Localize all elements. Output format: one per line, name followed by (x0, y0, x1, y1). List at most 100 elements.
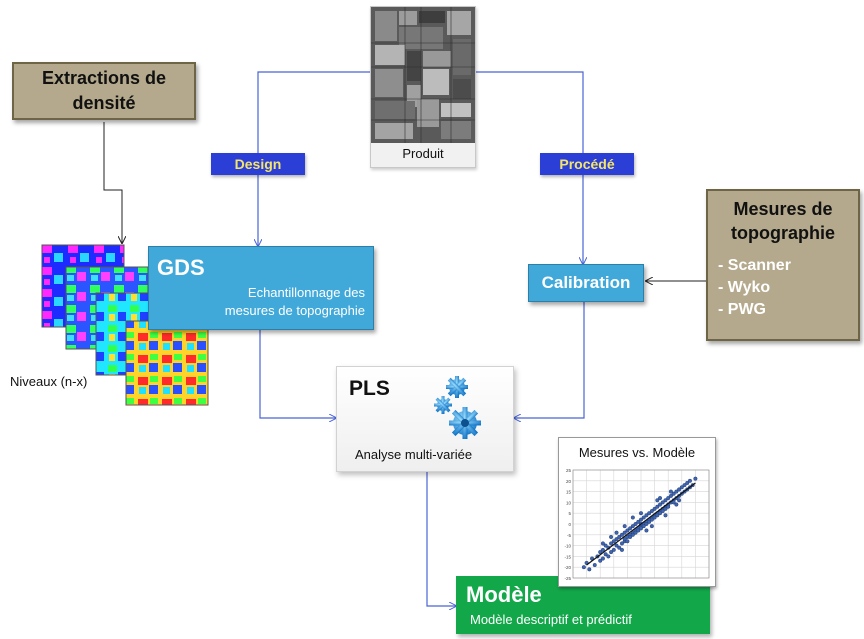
data-point (619, 541, 624, 546)
data-point (641, 524, 646, 529)
y-tick-label: -15 (564, 554, 571, 559)
data-point (622, 537, 627, 542)
data-point (630, 532, 635, 537)
data-point (677, 487, 682, 492)
data-point (687, 478, 692, 483)
y-tick-label: -5 (567, 533, 571, 538)
data-point (663, 513, 668, 518)
mesures-item-scanner: - Scanner (718, 257, 791, 274)
data-point (674, 489, 679, 494)
data-point (625, 528, 630, 533)
gears-icon (434, 376, 481, 439)
data-point (598, 558, 603, 563)
data-point (614, 530, 619, 535)
y-tick-label: 5 (568, 511, 571, 516)
data-point (609, 534, 614, 539)
data-point (658, 496, 663, 501)
modele-subtitle: Modèle descriptif et prédictif (470, 612, 632, 627)
data-point (682, 483, 687, 488)
data-point (638, 517, 643, 522)
data-point (603, 552, 608, 557)
gds-title: GDS (157, 255, 205, 280)
data-point (625, 539, 630, 544)
extractions-densite-box: Extractions de densité (12, 62, 196, 120)
connector-calibration-pls (514, 302, 585, 418)
y-tick-label: 25 (566, 468, 572, 473)
data-point (668, 489, 673, 494)
data-point (649, 509, 654, 514)
gds-line1: Echantillonnage des (247, 285, 365, 300)
data-point (609, 541, 614, 546)
data-point (617, 534, 622, 539)
data-point (647, 511, 652, 516)
pls-subtitle: Analyse multi-variée (355, 447, 473, 462)
data-point (660, 500, 665, 505)
niveaux-caption: Niveaux (n-x) (10, 374, 88, 389)
calibration-box: Calibration (528, 264, 644, 302)
pls-box: PLS Analyse multi-variée (336, 366, 514, 472)
procede-label: Procédé (540, 153, 634, 175)
y-tick-label: -25 (564, 576, 571, 581)
data-point (628, 526, 633, 531)
data-point (592, 563, 597, 568)
data-point (644, 528, 649, 533)
connector-produit-procede (474, 71, 583, 264)
data-point (633, 522, 638, 527)
data-point (633, 530, 638, 535)
data-point (587, 567, 592, 572)
data-point (668, 493, 673, 498)
mesures-line1: Mesures de (733, 199, 833, 219)
gds-box: GDS Echantillonnage des mesures de topog… (148, 246, 374, 330)
data-point (693, 476, 698, 481)
chart-title: Mesures vs. Modèle (578, 445, 696, 460)
y-tick-label: -20 (564, 565, 571, 570)
data-point (603, 543, 608, 548)
density-maps-image (41, 244, 209, 406)
extractions-line1: Extractions de (41, 68, 167, 88)
data-point (617, 545, 622, 550)
extractions-line2: densité (72, 93, 136, 113)
data-point (598, 550, 603, 555)
data-point (614, 537, 619, 542)
connector-pls-modele (426, 470, 456, 606)
data-point (649, 524, 654, 529)
data-point (666, 496, 671, 501)
data-point (658, 502, 663, 507)
y-tick-label: -10 (564, 544, 571, 549)
data-point (630, 515, 635, 520)
data-point (636, 528, 641, 533)
data-point (655, 513, 660, 518)
data-point (638, 511, 643, 516)
data-point (649, 517, 654, 522)
data-point (666, 504, 671, 509)
plot-frame (572, 469, 710, 579)
data-point (647, 519, 652, 524)
data-point (619, 547, 624, 552)
pls-title: PLS (349, 377, 390, 400)
data-point (581, 565, 586, 570)
connector-produit-design (258, 71, 370, 246)
data-point (655, 498, 660, 503)
data-point (622, 530, 627, 535)
data-point (600, 541, 605, 546)
data-point (600, 556, 605, 561)
connector-extractions-niveaux (103, 122, 122, 243)
chip-layout-image (371, 7, 475, 143)
data-point (630, 524, 635, 529)
data-point (663, 506, 668, 511)
data-point (685, 480, 690, 485)
connector-gds-pls (259, 330, 336, 418)
mesures-item-wyko: - Wyko (718, 279, 771, 296)
data-point (671, 500, 676, 505)
y-tick-label: 20 (566, 479, 572, 484)
modele-title: Modèle (466, 582, 542, 607)
data-point (606, 554, 611, 559)
data-point (671, 491, 676, 496)
data-point (600, 547, 605, 552)
data-point (652, 515, 657, 520)
data-point (679, 485, 684, 490)
data-point (638, 526, 643, 531)
y-tick-label: 15 (566, 490, 572, 495)
